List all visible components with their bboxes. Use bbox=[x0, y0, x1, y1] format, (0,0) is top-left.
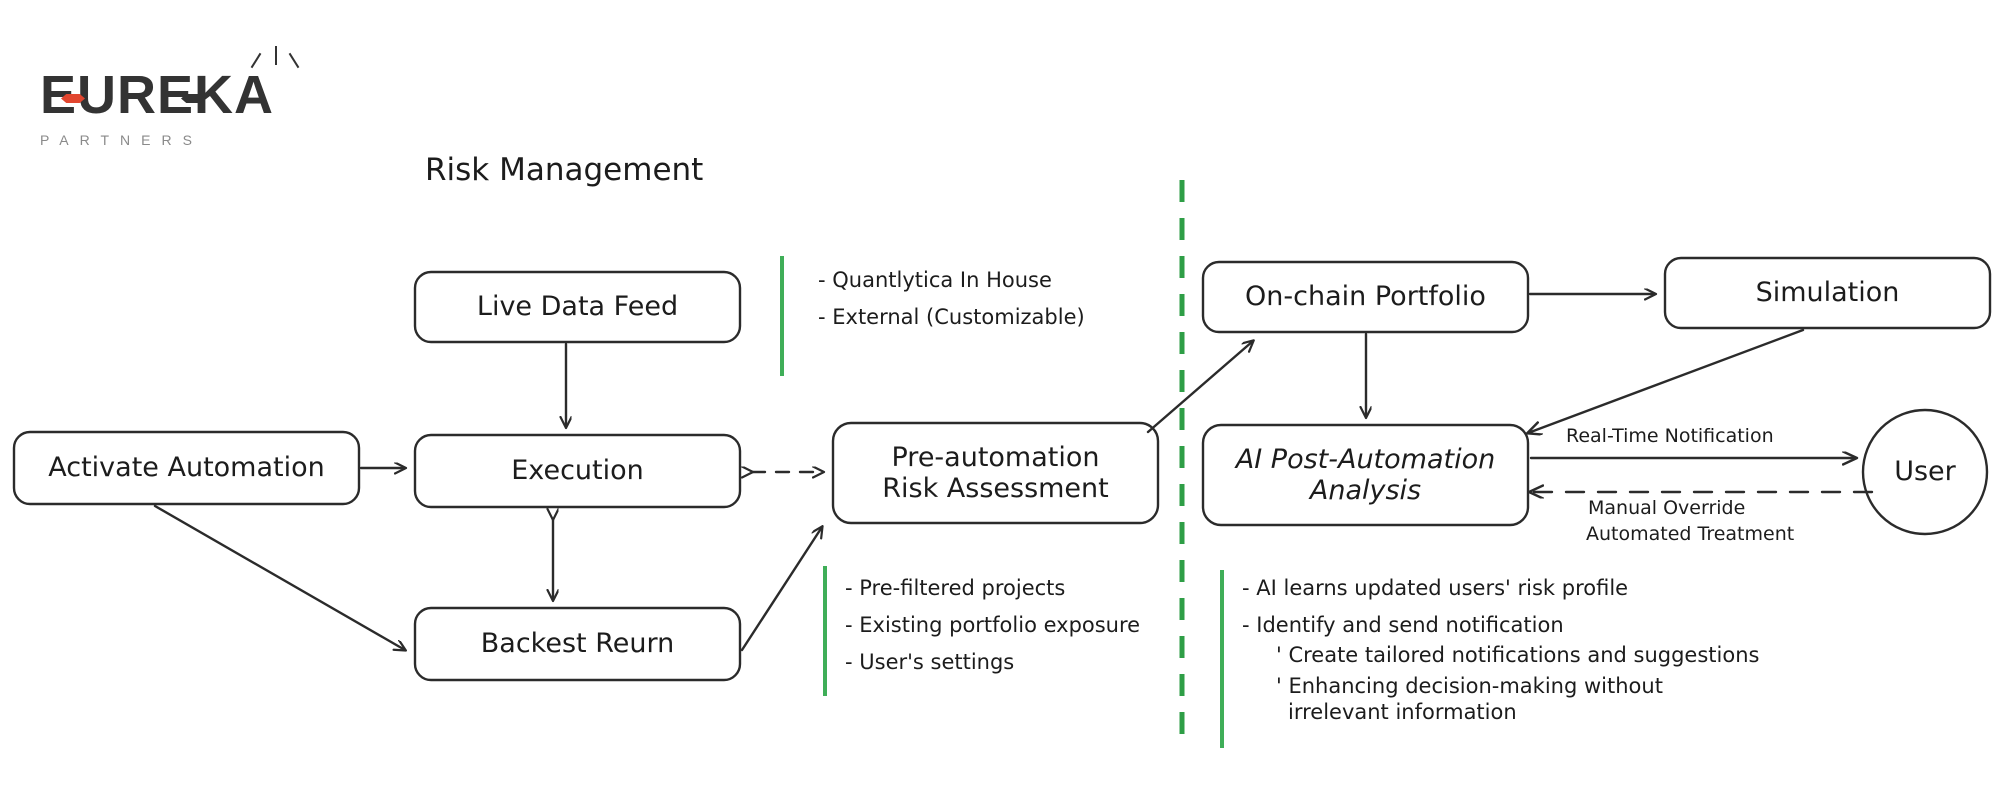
edge-activate-to-backest bbox=[153, 504, 405, 650]
edge-label-automated-treatment: Automated Treatment bbox=[1586, 523, 1795, 545]
note-data-sources: - Quantlytica In House - External (Custo… bbox=[818, 270, 1085, 328]
logo-red-diamond-icon bbox=[61, 94, 85, 103]
node-simulation bbox=[1663, 256, 1992, 330]
node-live-data-feed bbox=[413, 270, 742, 344]
brand-logo: EUREKA PARTNERS bbox=[40, 46, 310, 158]
page-title: Risk Management bbox=[425, 152, 704, 188]
node-pre-automation-risk bbox=[831, 421, 1160, 525]
node-activate-automation bbox=[12, 430, 361, 506]
edge-preautomation-to-onchain bbox=[1146, 341, 1253, 434]
note-ai-analysis-sub2: ' Enhancing decision-making without bbox=[1276, 674, 1663, 698]
note-ai-analysis: - AI learns updated users' risk profile … bbox=[1242, 578, 1759, 723]
edge-backest-to-preautomation bbox=[740, 527, 822, 652]
edge-label-manual-override: Manual Override bbox=[1588, 497, 1746, 519]
note-risk-inputs-item-2: - User's settings bbox=[845, 650, 1015, 674]
note-risk-inputs-item-0: - Pre-filtered projects bbox=[845, 576, 1066, 600]
note-ai-analysis-sub2-continued: irrelevant information bbox=[1288, 700, 1517, 724]
note-data-sources-item-1: - External (Customizable) bbox=[818, 305, 1085, 329]
brand-wordmark: EUREKA bbox=[40, 46, 310, 122]
node-on-chain-portfolio bbox=[1201, 260, 1530, 334]
edge-simulation-to-aipost bbox=[1528, 328, 1805, 433]
note-ai-analysis-sub1: ' Create tailored notifications and sugg… bbox=[1276, 643, 1760, 667]
node-execution bbox=[413, 433, 742, 509]
logo-dark-diamond-icon bbox=[181, 94, 205, 103]
note-data-sources-item-0: - Quantlytica In House bbox=[818, 268, 1052, 292]
note-ai-analysis-line1: - AI learns updated users' risk profile bbox=[1242, 576, 1629, 600]
note-risk-inputs: - Pre-filtered projects - Existing portf… bbox=[845, 578, 1140, 673]
spark-line-center-icon bbox=[275, 46, 277, 65]
brand-tagline: PARTNERS bbox=[40, 132, 203, 148]
node-backest-reurn bbox=[413, 606, 742, 682]
node-ai-post-automation bbox=[1201, 423, 1530, 527]
node-user bbox=[1861, 408, 1989, 536]
note-risk-inputs-item-1: - Existing portfolio exposure bbox=[845, 613, 1141, 637]
edge-label-real-time-notification: Real-Time Notification bbox=[1566, 425, 1774, 447]
note-ai-analysis-line2: - Identify and send notification bbox=[1242, 613, 1564, 637]
